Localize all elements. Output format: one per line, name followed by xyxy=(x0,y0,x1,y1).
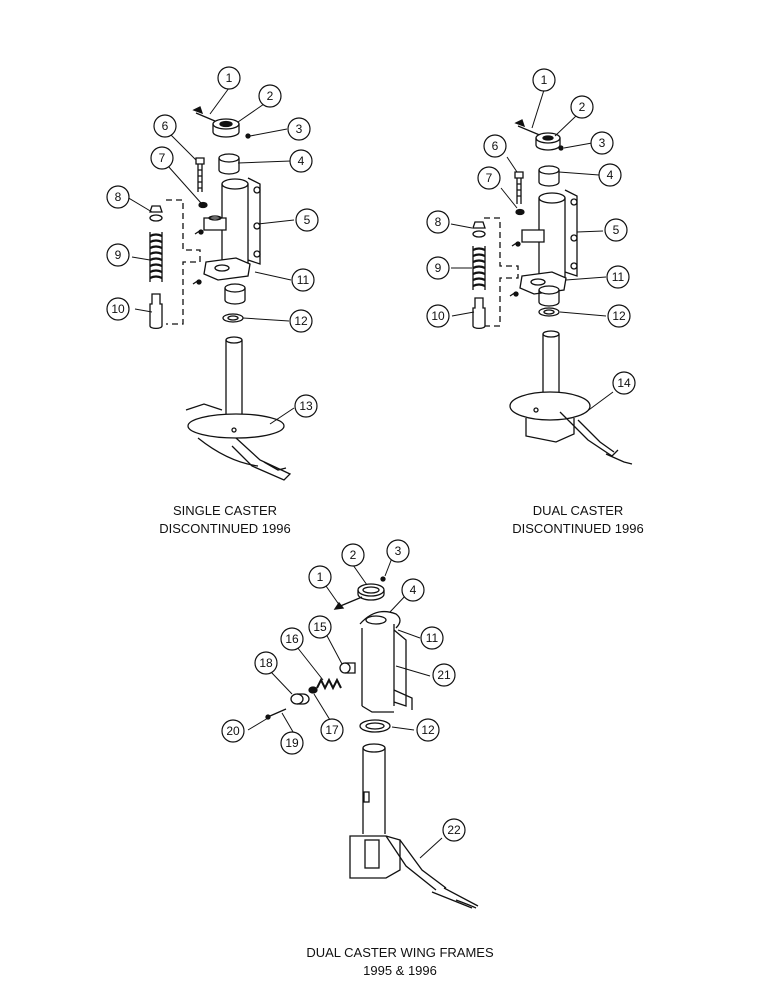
callout-bubble xyxy=(386,539,410,563)
callout-bubble xyxy=(420,626,444,650)
callout-bubble xyxy=(426,210,450,234)
callout-number: 19 xyxy=(285,736,299,750)
caption-single-caster: SINGLE CASTER DISCONTINUED 1996 xyxy=(125,502,325,538)
callout-bubble xyxy=(341,543,365,567)
callout-number: 18 xyxy=(259,656,273,670)
callout-number: 5 xyxy=(613,223,620,237)
callout-bubble xyxy=(280,627,304,651)
callout-number: 12 xyxy=(421,723,435,737)
callout-bubble xyxy=(416,718,440,742)
callout-bubble xyxy=(483,134,507,158)
callout-number: 2 xyxy=(267,89,274,103)
callout-bubble xyxy=(106,243,130,267)
callout-bubble xyxy=(295,208,319,232)
callout-bubble xyxy=(598,163,622,187)
callout-number: 16 xyxy=(285,632,299,646)
callout-number: 2 xyxy=(579,100,586,114)
callout-bubble xyxy=(532,68,556,92)
callout-number: 3 xyxy=(296,122,303,136)
callout-bubble xyxy=(258,84,282,108)
callout-number: 11 xyxy=(612,270,625,284)
callout-bubble xyxy=(606,265,630,289)
callout-bubble xyxy=(289,149,313,173)
callout-number: 1 xyxy=(226,71,233,85)
callout-bubble xyxy=(590,131,614,155)
callout-number: 1 xyxy=(541,73,548,87)
callout-bubble xyxy=(294,394,318,418)
callout-number: 4 xyxy=(607,168,614,182)
callout-number: 8 xyxy=(435,215,442,229)
callout-bubble xyxy=(150,146,174,170)
callout-number: 3 xyxy=(395,544,402,558)
caption-wing-frames: DUAL CASTER WING FRAMES 1995 & 1996 xyxy=(280,944,520,980)
callout-bubble xyxy=(217,66,241,90)
callout-number: 10 xyxy=(431,309,445,323)
callout-number: 10 xyxy=(111,302,125,316)
callout-number: 11 xyxy=(297,273,310,287)
callout-number: 1 xyxy=(317,570,324,584)
callout-number: 4 xyxy=(410,583,417,597)
callout-number: 12 xyxy=(294,314,308,328)
callout-number: 6 xyxy=(162,119,169,133)
callout-bubble xyxy=(607,304,631,328)
callout-bubble xyxy=(221,719,245,743)
caption-wing-line2: 1995 & 1996 xyxy=(363,963,437,978)
caption-single-line1: SINGLE CASTER xyxy=(172,503,278,518)
callout-number: 12 xyxy=(612,309,626,323)
callout-number: 8 xyxy=(115,190,122,204)
caption-single-line2: DISCONTINUED 1996 xyxy=(159,521,291,536)
callout-bubble xyxy=(289,309,313,333)
callout-bubble xyxy=(153,114,177,138)
callout-bubble xyxy=(477,166,501,190)
callout-bubble xyxy=(442,818,466,842)
callout-bubble xyxy=(612,371,636,395)
caption-dual-line1: DUAL CASTER xyxy=(532,503,624,518)
callout-number: 22 xyxy=(447,823,461,837)
callout-bubble xyxy=(308,615,332,639)
callout-bubble xyxy=(106,185,130,209)
callout-number: 6 xyxy=(492,139,499,153)
callout-number: 2 xyxy=(350,548,357,562)
callout-number: 9 xyxy=(435,261,442,275)
callout-bubble xyxy=(254,651,278,675)
callout-number: 7 xyxy=(159,151,166,165)
callout-number: 17 xyxy=(325,723,339,737)
callout-bubble xyxy=(426,304,450,328)
callout-number: 5 xyxy=(304,213,311,227)
callout-bubble xyxy=(432,663,456,687)
callout-bubble xyxy=(320,718,344,742)
callout-bubble xyxy=(287,117,311,141)
callout-number: 9 xyxy=(115,248,122,262)
callout-number: 11 xyxy=(426,631,439,645)
callout-number: 14 xyxy=(617,376,631,390)
callout-number: 20 xyxy=(226,724,240,738)
callout-number: 13 xyxy=(299,399,313,413)
callout-bubble xyxy=(291,268,315,292)
callout-bubble xyxy=(604,218,628,242)
callout-number: 15 xyxy=(313,620,327,634)
caption-wing-line1: DUAL CASTER WING FRAMES xyxy=(306,945,494,960)
callout-number: 7 xyxy=(486,171,493,185)
callout-bubble xyxy=(426,256,450,280)
callout-bubble xyxy=(308,565,332,589)
caption-dual-line2: DISCONTINUED 1996 xyxy=(512,521,644,536)
wing-frame-assembly xyxy=(265,576,479,909)
single-caster-assembly xyxy=(149,106,292,481)
callout-number: 4 xyxy=(298,154,305,168)
callout-number: 21 xyxy=(437,668,451,682)
callout-number: 3 xyxy=(599,136,606,150)
caption-dual-caster: DUAL CASTER DISCONTINUED 1996 xyxy=(478,502,678,538)
callout-bubble xyxy=(570,95,594,119)
callout-bubble xyxy=(106,297,130,321)
callout-bubble xyxy=(401,578,425,602)
dual-caster-assembly xyxy=(472,119,633,465)
callout-bubble xyxy=(280,731,304,755)
